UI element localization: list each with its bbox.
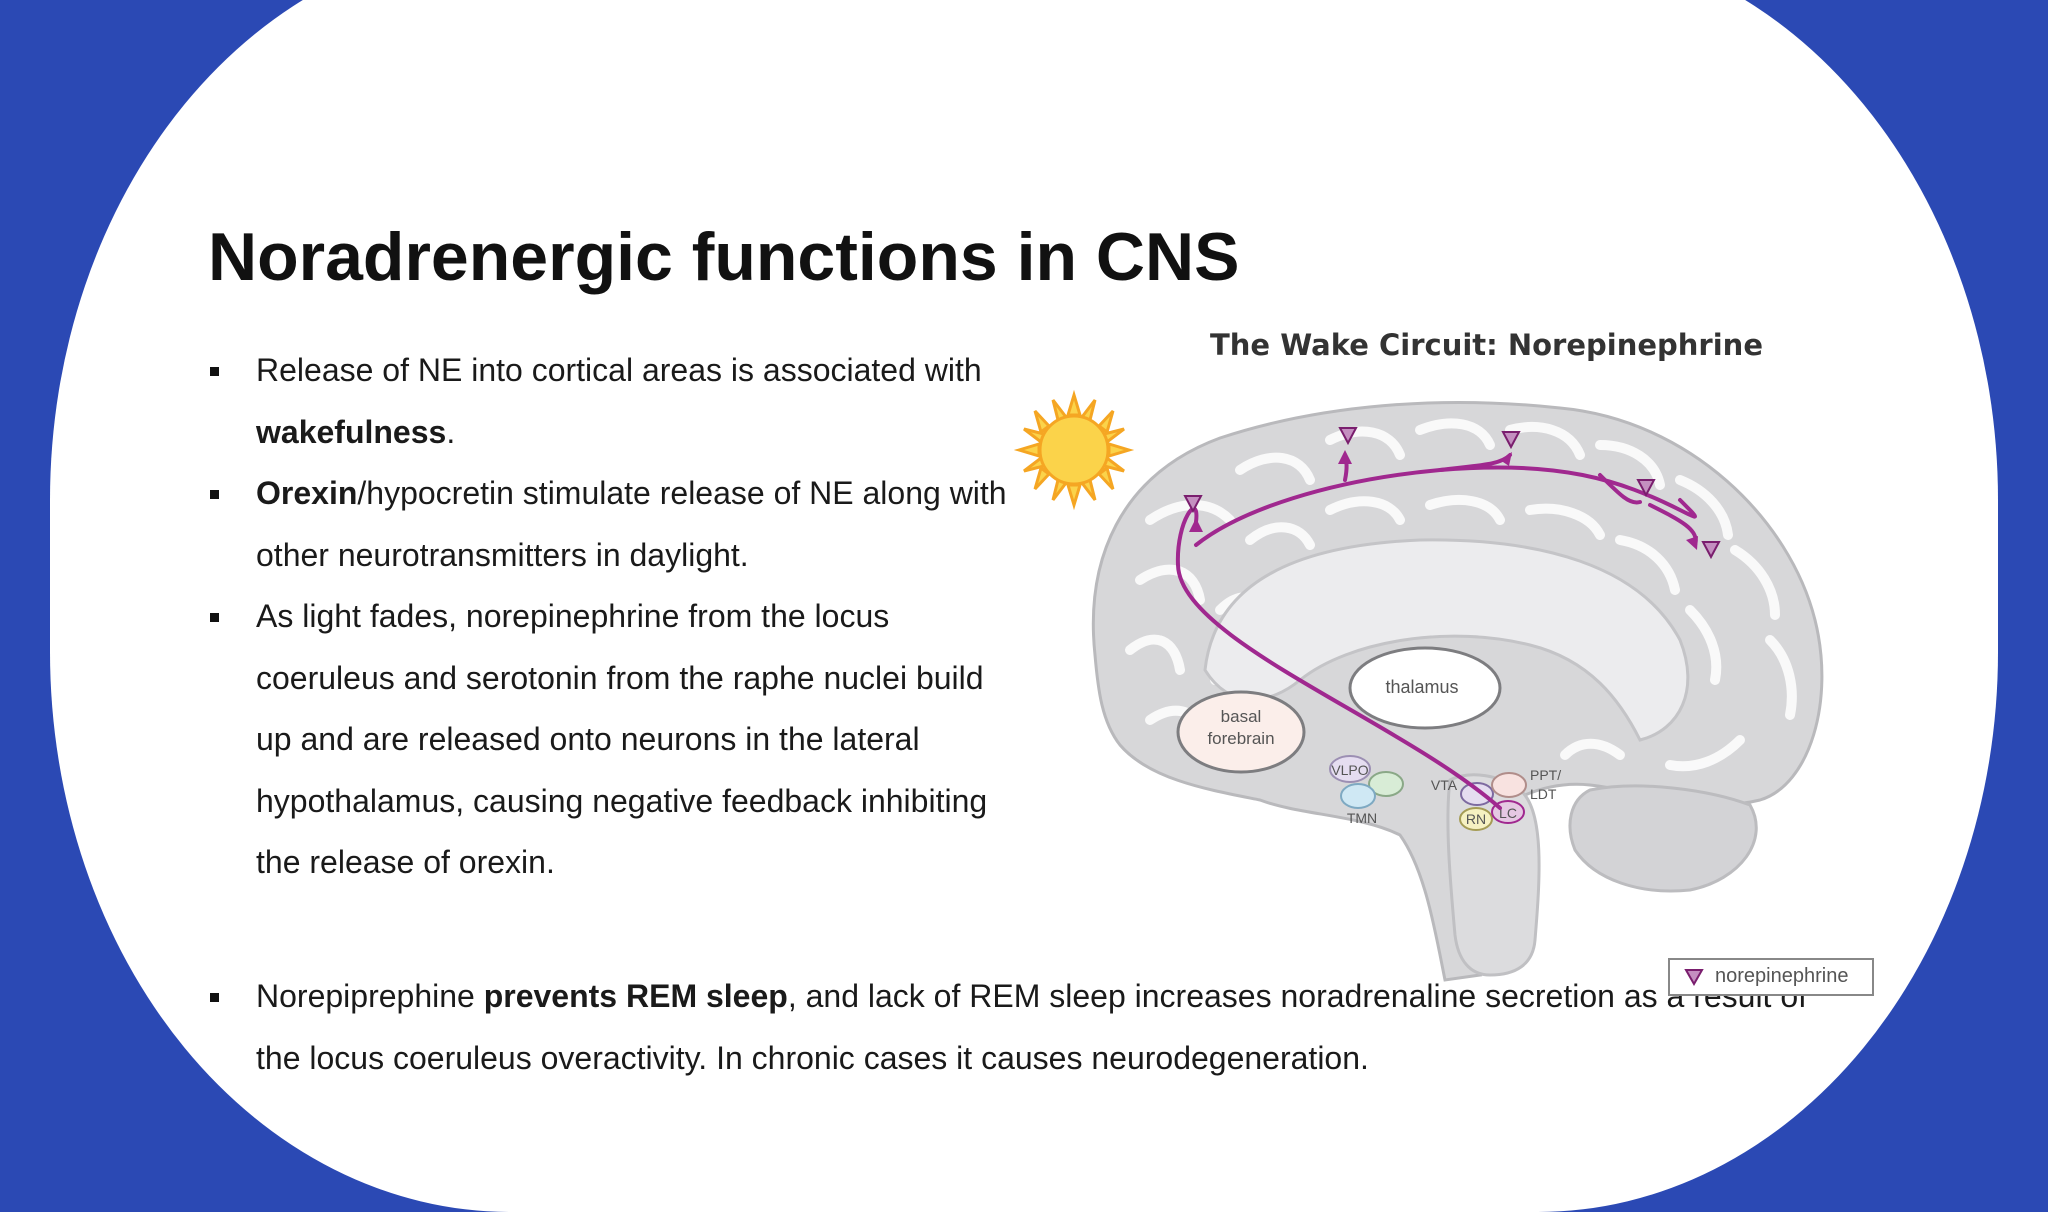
bullet-marker — [210, 613, 219, 622]
bullet-text: Norepiprephine prevents REM sleep, and l… — [256, 978, 1807, 1076]
bullet-segment-bold: wakefulness — [256, 413, 447, 450]
bullet-text: Orexin/hypocretin stimulate release of N… — [256, 475, 1007, 573]
bullet-item: Norepiprephine prevents REM sleep, and l… — [208, 966, 1808, 1089]
basal-forebrain-label-1: basal — [1221, 707, 1262, 726]
bullet-segment: Norepiprephine — [256, 978, 484, 1014]
bullet-segment: . — [446, 413, 456, 450]
bullet-item: As light fades, norepinephrine from the … — [208, 586, 1008, 894]
nuclei-cluster: VLPO TMN VTA PPT/ LDT RN LC — [1329, 755, 1561, 831]
bullet-segment-bold: Orexin — [256, 475, 358, 511]
ppt-label-1: PPT/ — [1530, 767, 1561, 783]
bullet-segment: /hypocretin stimulate release of NE alon… — [256, 475, 1007, 573]
bullet-marker — [210, 490, 219, 499]
slide-title: Noradrenergic functions in CNS — [208, 219, 1240, 295]
bottom-bullet-list: Norepiprephine prevents REM sleep, and l… — [208, 966, 1808, 1089]
bullet-segment-bold: prevents REM sleep — [483, 978, 788, 1014]
tmn-label: TMN — [1347, 810, 1377, 826]
ppt-label-2: LDT — [1530, 786, 1557, 802]
bullet-item: Orexin/hypocretin stimulate release of N… — [208, 463, 1008, 586]
bullet-item: Release of NE into cortical areas is ass… — [208, 340, 1008, 463]
bullet-text: As light fades, norepinephrine from the … — [256, 598, 988, 880]
bullet-segment: Release of NE into cortical areas is ass… — [256, 352, 982, 388]
lc-label: LC — [1499, 805, 1517, 821]
basal-forebrain-node: basal forebrain — [1176, 690, 1306, 774]
vlpo-label: VLPO — [1331, 762, 1368, 778]
bullet-segment: , and lack of REM sleep increases noradr… — [256, 978, 1808, 1076]
norepinephrine-terminal-icons — [1183, 427, 1721, 560]
brain-diagram: thalamus basal forebrain VLPO TMN VTA PP… — [1013, 389, 1824, 982]
sun-icon — [1013, 389, 1135, 511]
bullet-list: Release of NE into cortical areas is ass… — [208, 340, 1008, 894]
thalamus-node: thalamus — [1348, 646, 1502, 730]
figure-legend: norepinephrine — [1668, 958, 1874, 996]
norepinephrine-legend-icon — [1684, 969, 1704, 986]
thalamus-label: thalamus — [1385, 677, 1458, 697]
vta-label: VTA — [1431, 777, 1458, 793]
bullet-text: Release of NE into cortical areas is ass… — [256, 352, 982, 450]
legend-label: norepinephrine — [1715, 965, 1849, 987]
bullet-marker — [210, 367, 219, 376]
pathway-arrowheads — [1189, 450, 1698, 550]
basal-forebrain-label-2: forebrain — [1207, 729, 1274, 748]
bullet-marker — [210, 993, 219, 1002]
figure-title: The Wake Circuit: Norepinephrine — [1210, 328, 1763, 362]
rn-label: RN — [1466, 811, 1486, 827]
